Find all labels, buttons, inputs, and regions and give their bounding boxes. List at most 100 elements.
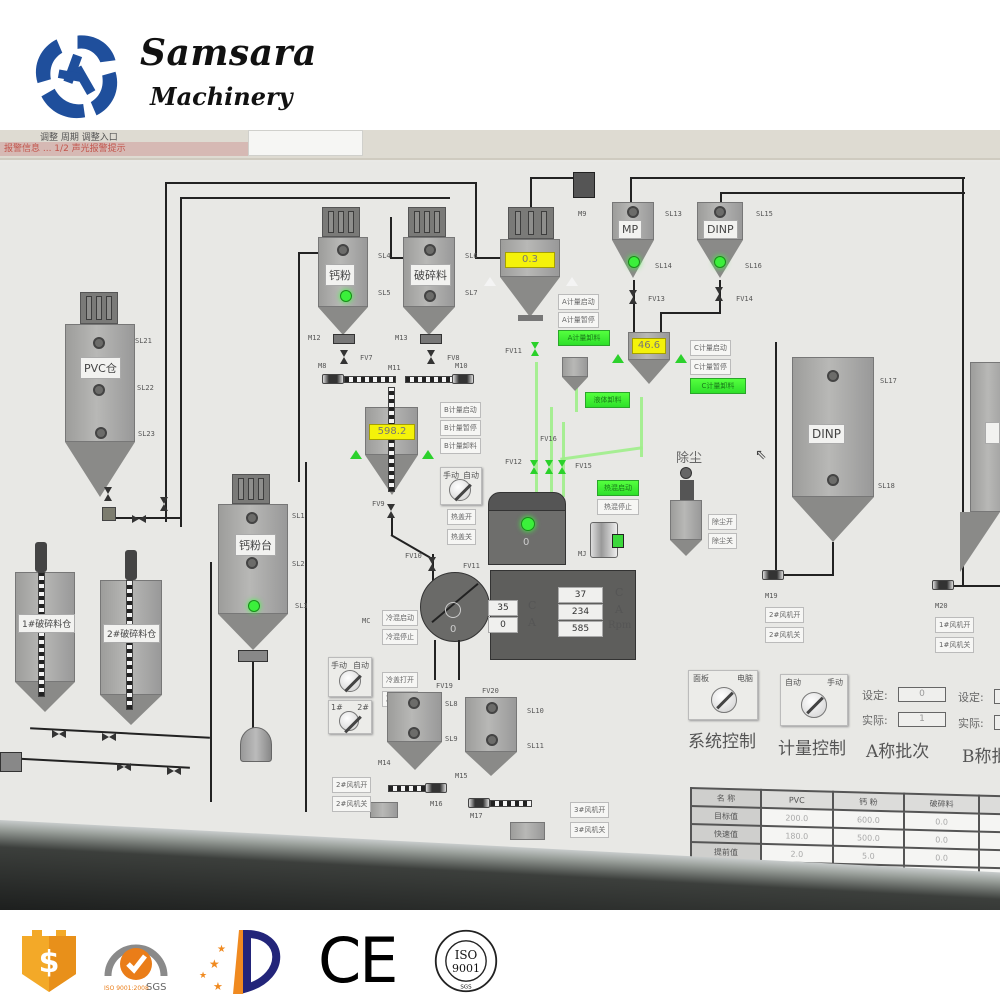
bottom-fan-on-button[interactable]: 2#风机开 bbox=[332, 777, 372, 793]
samsara-logo-icon bbox=[35, 35, 118, 119]
metering-control-label: 计量控制 bbox=[778, 739, 846, 759]
table-header: 钙 粉 bbox=[832, 791, 905, 812]
calcium-status-lamp-icon bbox=[340, 290, 352, 302]
fan2-off-button[interactable]: 2#风机关 bbox=[765, 627, 805, 643]
c-metering-pause-button[interactable]: C计量暂停 bbox=[690, 359, 731, 375]
knob-icon[interactable] bbox=[801, 692, 827, 718]
svg-text:SGS: SGS bbox=[460, 985, 472, 991]
scrap-filter-icon bbox=[408, 207, 446, 237]
calcium-silo-label: 钙粉 bbox=[325, 264, 355, 286]
hot-mix-stop-button[interactable]: 热混停止 bbox=[597, 499, 639, 515]
fan1-off-button[interactable]: 1#风机关 bbox=[935, 637, 975, 653]
calcium-station-lamp-icon bbox=[248, 600, 260, 612]
svg-text:★: ★ bbox=[217, 944, 226, 955]
b-set-field[interactable] bbox=[994, 689, 1000, 704]
b-metering-unload-button[interactable]: B计量卸料 bbox=[440, 438, 481, 454]
patent-icon: ★ ★ ★ ★ bbox=[199, 929, 281, 994]
cool-lid-open-button[interactable]: 冷盖打开 bbox=[382, 672, 418, 688]
bottom-fan-off-button[interactable]: 2#风机关 bbox=[332, 796, 372, 812]
svg-text:ISO: ISO bbox=[455, 948, 478, 962]
valve-icon[interactable] bbox=[104, 487, 112, 501]
table-header: PVC bbox=[761, 789, 833, 810]
b-metering-pause-button[interactable]: B计量暂停 bbox=[440, 420, 481, 436]
system-control-label: 系统控制 bbox=[688, 732, 756, 752]
knob-icon[interactable] bbox=[339, 670, 361, 692]
cool-mix-stop-button[interactable]: 冷混停止 bbox=[382, 629, 418, 645]
ce-mark-icon: CE bbox=[318, 924, 398, 997]
svg-text:★: ★ bbox=[199, 971, 207, 981]
calcium-filter-icon bbox=[322, 207, 360, 237]
dust-on-button[interactable]: 除尘开 bbox=[708, 514, 737, 530]
certification-footer: $ ISO 9001:2008 SGS ★ ★ ★ ★ CE ISO 9001 … bbox=[0, 910, 1000, 1000]
window-titlebar: 调整 周期 调整入口 报警信息 ... 1/2 声光报警提示 bbox=[0, 130, 1000, 160]
a-filter-icon bbox=[508, 207, 554, 239]
hot-mode-switch[interactable]: 手动 自动 bbox=[440, 467, 482, 505]
hot-mix-start-button[interactable]: 热混启动 bbox=[597, 480, 639, 496]
table-header: 破碎料 bbox=[904, 793, 979, 814]
mp-status-lamp-icon bbox=[628, 256, 640, 268]
a-metering-unload-button[interactable]: A计量卸料 bbox=[558, 330, 610, 346]
c-scale-weight: 46.6 bbox=[632, 338, 666, 354]
svg-text:9001: 9001 bbox=[452, 962, 480, 975]
mp-silo-label: MP bbox=[618, 220, 643, 239]
hot-lid-open-button[interactable]: 热盖开 bbox=[447, 509, 476, 525]
calcium-station-label: 钙粉台 bbox=[235, 534, 276, 556]
fan3-on-button[interactable]: 3#风机开 bbox=[570, 802, 610, 818]
brand-header: Samsara Machinery bbox=[0, 0, 1000, 130]
svg-text:ISO 9001:2008: ISO 9001:2008 bbox=[104, 985, 149, 992]
hot-mixer-lamp-icon bbox=[521, 517, 535, 531]
svg-text:$: $ bbox=[39, 945, 60, 980]
process-diagram: PVC仓 SL21 SL22 SL23 钙粉 SL4 SL5 FV7 M12 M bbox=[0, 162, 1000, 910]
c-metering-start-button[interactable]: C计量启动 bbox=[690, 340, 731, 356]
scrap-silo-label: 破碎料 bbox=[410, 264, 451, 286]
scrap-bin-2-label: 2#破碎料仓 bbox=[103, 624, 161, 643]
dust-label: 除尘 bbox=[676, 451, 703, 466]
metering-control-switch[interactable]: 自动 手动 bbox=[780, 674, 848, 726]
window-menu[interactable]: 调整 周期 调整入口 bbox=[40, 133, 118, 143]
dust-collector bbox=[670, 500, 702, 540]
dust-off-button[interactable]: 除尘关 bbox=[708, 533, 737, 549]
mouse-cursor-icon: ⇖ bbox=[755, 447, 767, 463]
a-scale-weight: 0.3 bbox=[505, 252, 555, 268]
table-header: 名 称 bbox=[691, 788, 761, 808]
a-metering-start-button[interactable]: A计量启动 bbox=[558, 294, 599, 310]
brand-subtitle: Machinery bbox=[150, 82, 293, 111]
a-actual-field: 1 bbox=[898, 712, 946, 727]
b-metering-start-button[interactable]: B计量启动 bbox=[440, 402, 481, 418]
iso9001-icon: ISO 9001 SGS bbox=[434, 929, 498, 993]
b-scale-weight: 598.2 bbox=[369, 424, 415, 440]
fan3-off-button[interactable]: 3#风机关 bbox=[570, 822, 610, 838]
fan1-on-button[interactable]: 1#风机开 bbox=[935, 617, 975, 633]
dinp-status-lamp-icon bbox=[714, 256, 726, 268]
svg-text:SGS: SGS bbox=[146, 982, 166, 993]
a-set-field[interactable]: 0 bbox=[898, 687, 946, 702]
trade-assurance-icon: $ bbox=[22, 930, 76, 992]
hmi-screen: 调整 周期 调整入口 报警信息 ... 1/2 声光报警提示 bbox=[0, 130, 1000, 910]
b-batch-label: B称批次 bbox=[962, 747, 1000, 767]
sgs-iso-certification-icon: ISO 9001:2008 SGS bbox=[104, 944, 168, 993]
a-metering-pause-button[interactable]: A计量暂停 bbox=[558, 312, 599, 328]
dinp-big-label: DINP bbox=[808, 424, 845, 444]
alarm-bar: 报警信息 ... 1/2 声光报警提示 bbox=[0, 142, 248, 156]
title-field bbox=[248, 130, 363, 156]
knob-icon[interactable] bbox=[449, 479, 471, 501]
fan2-on-button[interactable]: 2#风机开 bbox=[765, 607, 805, 623]
cool-select-switch[interactable]: 1# 2# bbox=[328, 700, 372, 734]
svg-text:★: ★ bbox=[213, 980, 223, 993]
knob-icon[interactable] bbox=[339, 711, 359, 731]
scrap-bin-1-label: 1#破碎料仓 bbox=[18, 614, 76, 633]
a-batch-label: A称批次 bbox=[866, 742, 930, 762]
c-metering-unload-button[interactable]: C计量卸料 bbox=[690, 378, 746, 394]
dinp-small-label: DINP bbox=[703, 220, 738, 239]
b-actual-field bbox=[994, 715, 1000, 730]
cool-mix-start-button[interactable]: 冷混启动 bbox=[382, 610, 418, 626]
knob-icon[interactable] bbox=[711, 687, 737, 713]
cool-mode-switch[interactable]: 手动 自动 bbox=[328, 657, 372, 697]
liquid-unload-button[interactable]: 液体卸料 bbox=[585, 392, 630, 408]
svg-text:★: ★ bbox=[209, 957, 220, 971]
calcium-station-filter-icon bbox=[232, 474, 270, 504]
pvc-filter-icon bbox=[80, 292, 118, 324]
system-control-switch[interactable]: 面板 电脑 bbox=[688, 670, 758, 720]
hot-lid-close-button[interactable]: 热盖关 bbox=[447, 529, 476, 545]
